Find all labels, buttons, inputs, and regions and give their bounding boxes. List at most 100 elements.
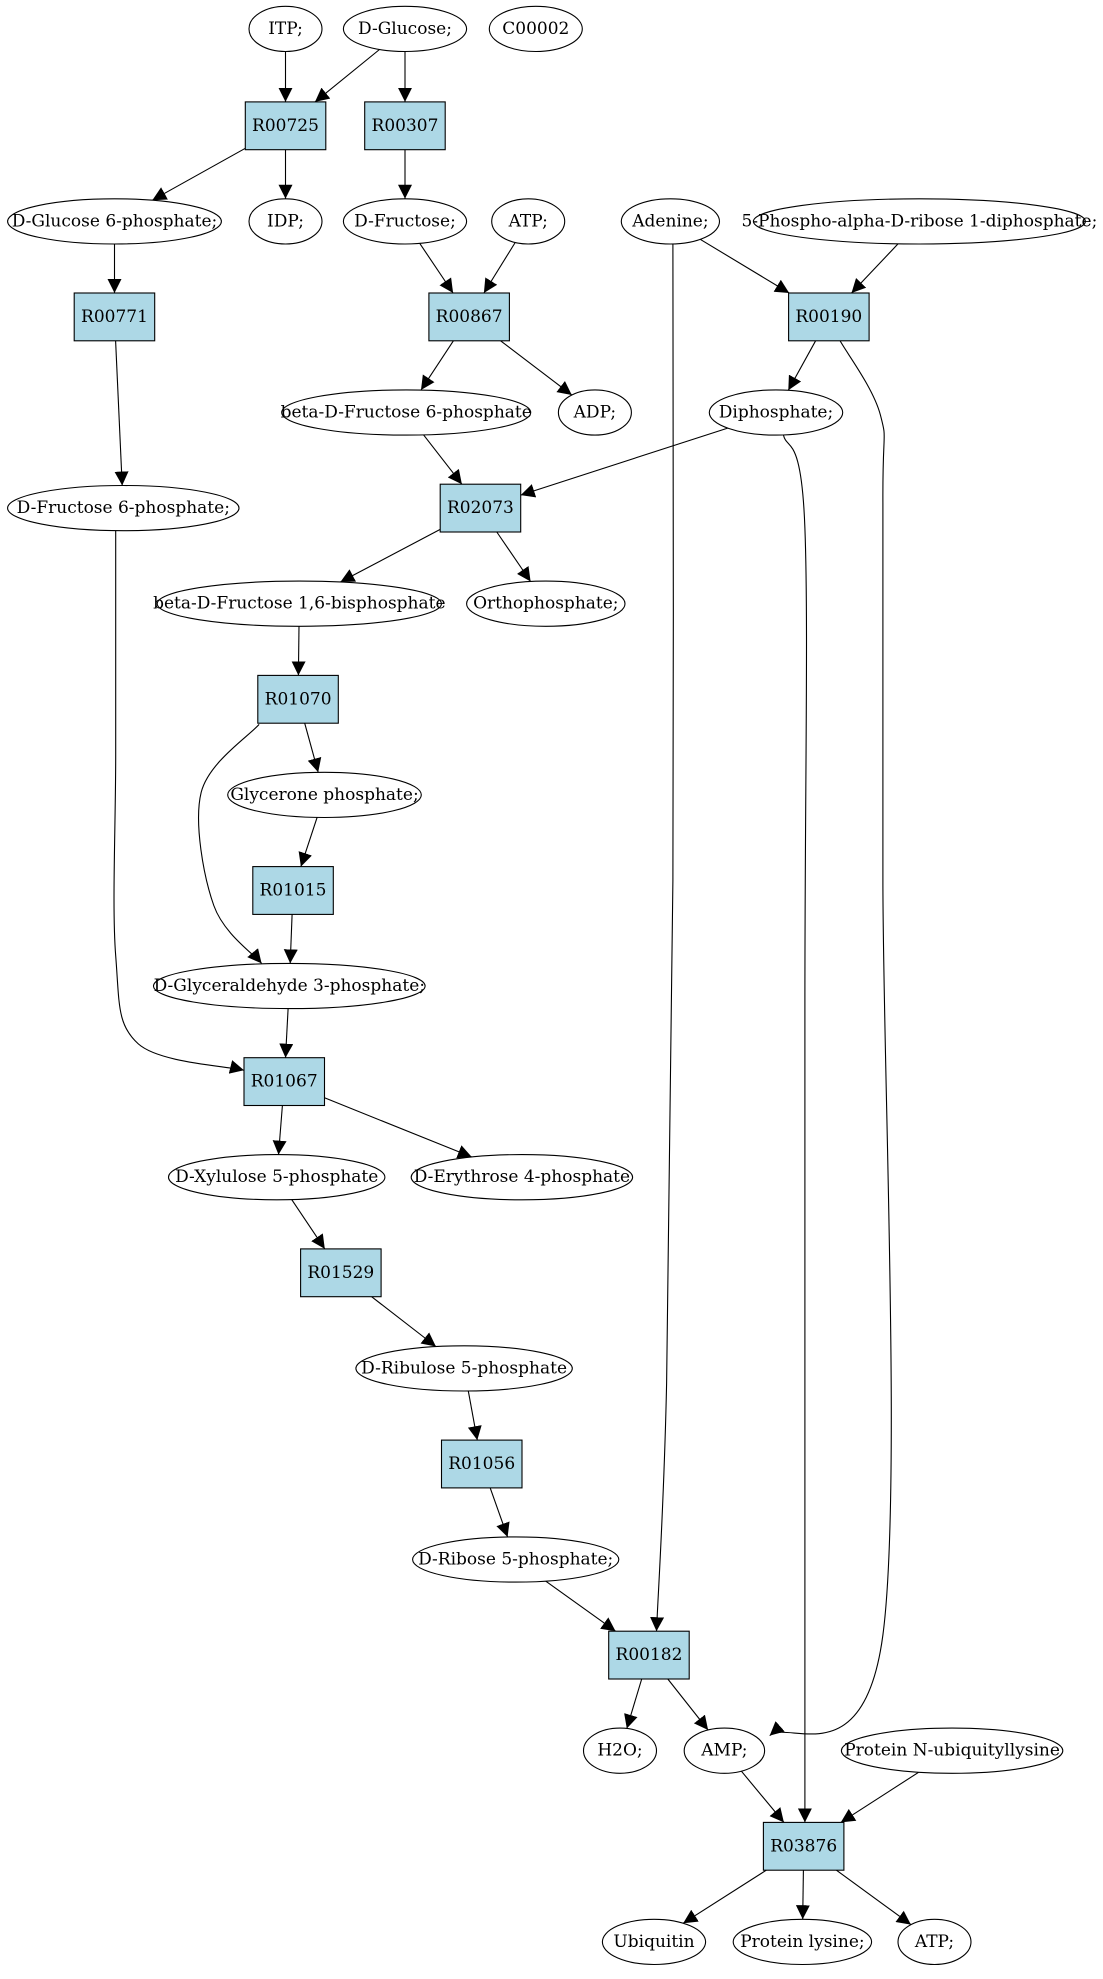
node-label: Diphosphate;	[719, 403, 833, 423]
reaction-box	[244, 101, 327, 151]
edge-f6p-to-r01067	[113, 530, 245, 1074]
compound-node-adp[interactable]: ADP;	[557, 389, 632, 436]
reaction-node-r02073[interactable]: R02073	[439, 483, 522, 533]
compound-node-d-glucose[interactable]: D-Glucose;	[342, 5, 468, 53]
node-label: IDP;	[267, 211, 304, 231]
node-label: beta-D-Fructose 1,6-bisphosphate	[153, 594, 445, 614]
compound-node-d-fructose[interactable]: D-Fructose;	[342, 198, 468, 245]
reaction-node-r00190[interactable]: R00190	[788, 292, 870, 342]
edge-r00867-to-bf6p	[420, 340, 454, 391]
node-label: R01015	[260, 880, 327, 900]
compound-node-gap[interactable]: D-Glyceraldehyde 3-phosphate;	[152, 962, 426, 1010]
compound-node-prot-ub[interactable]: Protein N-ubiquityllysine	[840, 1727, 1064, 1774]
node-label: Orthophosphate;	[473, 594, 618, 614]
reaction-node-r03876[interactable]: R03876	[762, 1821, 845, 1871]
compound-node-ubiquitin[interactable]: Ubiquitin	[601, 1918, 707, 1966]
node-label: Ubiquitin	[613, 1932, 694, 1952]
compound-ellipse	[355, 1345, 573, 1392]
node-label: R01070	[265, 689, 332, 709]
node-label: beta-D-Fructose 6-phosphate	[281, 403, 532, 423]
compound-node-atp2[interactable]: ATP;	[897, 1918, 972, 1966]
compound-ellipse	[491, 198, 566, 245]
edge-r5p-to-r00182	[545, 1580, 616, 1632]
compound-ellipse	[620, 198, 721, 245]
node-label: R00867	[436, 307, 503, 327]
node-label: ATP;	[508, 211, 548, 231]
compound-ellipse	[227, 771, 422, 819]
edge-ru5p-to-r01056	[467, 1390, 482, 1441]
node-label: H2O;	[597, 1741, 642, 1761]
compound-node-g6p[interactable]: D-Glucose 6-phosphate;	[7, 198, 222, 245]
compound-node-e4p[interactable]: D-Erythrose 4-phosphate	[410, 1154, 634, 1201]
compound-node-bf6p[interactable]: beta-D-Fructose 6-phosphate	[281, 389, 532, 436]
compound-ellipse	[752, 198, 1086, 245]
edge-adenine-to-r00190	[699, 238, 790, 294]
compound-ellipse	[897, 1918, 972, 1966]
edge-r01070-to-glycerone-p	[304, 723, 322, 773]
node-label: R03876	[770, 1836, 837, 1856]
edge-glycerone-p-to-r01015	[298, 817, 318, 867]
reaction-node-r01056[interactable]: R01056	[440, 1439, 523, 1489]
compound-node-bf16bp[interactable]: beta-D-Fructose 1,6-bisphosphate	[153, 580, 446, 627]
compound-node-r5p[interactable]: D-Ribose 5-phosphate;	[412, 1536, 620, 1583]
compound-ellipse	[582, 1727, 658, 1774]
compound-node-prpp[interactable]: 5-Phospho-alpha-D-ribose 1-diphosphate;	[741, 198, 1097, 245]
edge-r03876-to-prot-lys	[795, 1870, 810, 1920]
edge-r01529-to-ru5p	[371, 1296, 437, 1347]
node-label: AMP;	[700, 1741, 747, 1761]
reaction-node-r01015[interactable]: R01015	[252, 866, 334, 915]
node-label: C00002	[502, 19, 569, 39]
compound-node-prot-lys[interactable]: Protein lysine;	[732, 1918, 873, 1966]
reaction-node-r01070[interactable]: R01070	[257, 674, 339, 724]
compound-node-f6p[interactable]: D-Fructose 6-phosphate;	[7, 484, 240, 532]
edge-prot-ub-to-r03876	[840, 1771, 919, 1823]
compound-ellipse	[488, 5, 583, 53]
edge-bf16bp-to-r01070	[291, 626, 306, 676]
node-label: D-Xylulose 5-phosphate	[175, 1167, 378, 1187]
edge-amp-to-r03876	[740, 1770, 785, 1823]
node-label: R00725	[252, 116, 319, 136]
node-label: D-Fructose 6-phosphate;	[17, 498, 230, 518]
node-label: D-Glucose 6-phosphate;	[12, 211, 218, 231]
reaction-node-r01529[interactable]: R01529	[300, 1248, 382, 1298]
reaction-box	[608, 1630, 690, 1680]
edge-diphosphate-to-r03876	[782, 435, 812, 1823]
node-label: ADP;	[573, 403, 616, 423]
edge-d-glucose-to-r00725	[314, 49, 380, 103]
edge-r00182-to-h2o	[624, 1678, 643, 1729]
compound-ellipse	[557, 389, 632, 436]
compound-ellipse	[683, 1727, 766, 1774]
node-label: Glycerone phosphate;	[230, 785, 418, 805]
reaction-node-r00867[interactable]: R00867	[428, 292, 510, 342]
node-label: R01056	[448, 1454, 515, 1474]
reaction-node-r00182[interactable]: R00182	[608, 1630, 690, 1680]
compound-node-atp1[interactable]: ATP;	[491, 198, 566, 245]
reaction-box	[364, 101, 446, 151]
compound-node-itp[interactable]: ITP;	[248, 5, 323, 53]
node-label: 5-Phospho-alpha-D-ribose 1-diphosphate;	[741, 211, 1097, 231]
reaction-node-r00771[interactable]: R00771	[73, 292, 156, 342]
reaction-node-r00307[interactable]: R00307	[364, 101, 446, 151]
compound-node-h2o[interactable]: H2O;	[582, 1727, 658, 1774]
compound-node-amp[interactable]: AMP;	[683, 1727, 766, 1774]
edge-adenine-to-r00182	[650, 243, 674, 1632]
reaction-node-r01067[interactable]: R01067	[243, 1057, 326, 1107]
edge-r01067-to-e4p	[324, 1097, 473, 1159]
compound-ellipse	[840, 1727, 1064, 1774]
compound-node-orthophosphate[interactable]: Orthophosphate;	[466, 580, 626, 627]
compound-ellipse	[466, 580, 626, 627]
compound-node-ru5p[interactable]: D-Ribulose 5-phosphate	[355, 1345, 573, 1392]
compound-node-glycerone-p[interactable]: Glycerone phosphate;	[227, 771, 422, 819]
compound-node-xu5p[interactable]: D-Xylulose 5-phosphate	[167, 1154, 386, 1201]
compound-ellipse	[732, 1918, 873, 1966]
node-label: R00307	[372, 116, 439, 136]
reaction-node-r00725[interactable]: R00725	[244, 101, 327, 151]
edge-r01070-to-gap	[198, 724, 263, 964]
node-label: Protein lysine;	[740, 1932, 864, 1952]
compound-node-c00002[interactable]: C00002	[488, 5, 583, 53]
compound-node-idp[interactable]: IDP;	[248, 198, 323, 245]
reaction-box	[257, 674, 339, 724]
compound-node-diphosphate[interactable]: Diphosphate;	[708, 389, 844, 436]
compound-node-adenine[interactable]: Adenine;	[620, 198, 721, 245]
